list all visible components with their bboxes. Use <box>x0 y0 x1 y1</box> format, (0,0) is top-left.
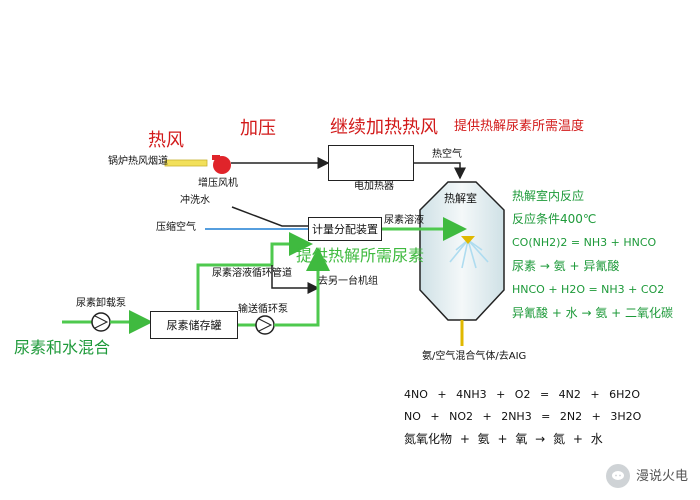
reaction-eq2-cn: 异氰酸 + 水 → 氨 + 二氧化碳 <box>512 306 674 320</box>
pump-up-line <box>274 301 320 327</box>
other-unit-label: 去另一台机组 <box>318 276 378 287</box>
reaction-eq2: HNCO + H2O = NH3 + CO2 <box>512 283 665 296</box>
boiler-duct <box>164 159 208 167</box>
pressurize-label: 加压 <box>240 118 276 139</box>
hot-air-gas-label: 热空气 <box>432 149 462 160</box>
reaction-eq1: CO(NH2)2 = NH3 + HNCO <box>512 236 657 249</box>
pyrolysis-chamber-label: 热解室 <box>444 192 477 205</box>
flush-water-label: 冲洗水 <box>180 195 210 206</box>
hot-air-label: 热风 <box>148 130 184 151</box>
unload-pump-icon <box>91 312 111 332</box>
unload-pump-label: 尿素卸载泵 <box>76 298 126 309</box>
provide-temp-label: 提供热解尿素所需温度 <box>454 119 585 134</box>
circulation-pipe-label: 尿素溶液循环管道 <box>212 268 292 279</box>
storage-tank-box: 尿素储存罐 <box>150 311 238 339</box>
circ-pump-label: 输送循环泵 <box>238 304 288 315</box>
chat-bubble-icon <box>605 464 630 488</box>
compressed-air-label: 压缩空气 <box>156 222 196 233</box>
flush-water-line <box>231 206 308 227</box>
urea-solution-label: 尿素溶液 <box>384 215 424 226</box>
bottom-eq1: 4NO + 4NH3 + O2 = 4N2 + 6H2O <box>404 388 641 401</box>
reaction-eq1-cn: 尿素 → 氨 + 异氰酸 <box>512 259 620 273</box>
provide-urea-label: 提供热解所需尿素 <box>296 246 425 265</box>
boiler-duct-label: 锅炉热风烟道 <box>108 156 168 167</box>
metering-device-box: 计量分配装置 <box>308 217 382 241</box>
bottom-eq3: 氮氧化物 + 氨 + 氧 → 氮 + 水 <box>404 432 603 446</box>
metering-device-label: 计量分配装置 <box>312 223 378 236</box>
booster-fan-icon <box>212 155 231 174</box>
circ-pump-icon <box>255 315 275 335</box>
pyrolysis-chamber-shape <box>419 181 505 346</box>
outlet-gas-label: 氨/空气混合气体/去AIG <box>422 351 527 362</box>
reaction-title: 热解室内反应 <box>512 189 585 203</box>
booster-fan-label: 增压风机 <box>198 178 238 189</box>
watermark: 漫说火电 <box>605 464 688 488</box>
mix-input-label: 尿素和水混合 <box>14 338 111 357</box>
electric-heater-label: 电加热器 <box>354 181 394 192</box>
bottom-eq2: NO + NO2 + 2NH3 = 2N2 + 3H2O <box>404 410 642 423</box>
storage-tank-label: 尿素储存罐 <box>166 319 222 332</box>
electric-heater-box <box>328 145 414 181</box>
watermark-text: 漫说火电 <box>635 468 688 484</box>
reaction-condition: 反应条件400℃ <box>512 212 597 226</box>
hot-air-to-chamber <box>412 162 466 180</box>
continue-heating-label: 继续加热热风 <box>330 117 438 138</box>
to-other-unit-line <box>271 265 320 294</box>
